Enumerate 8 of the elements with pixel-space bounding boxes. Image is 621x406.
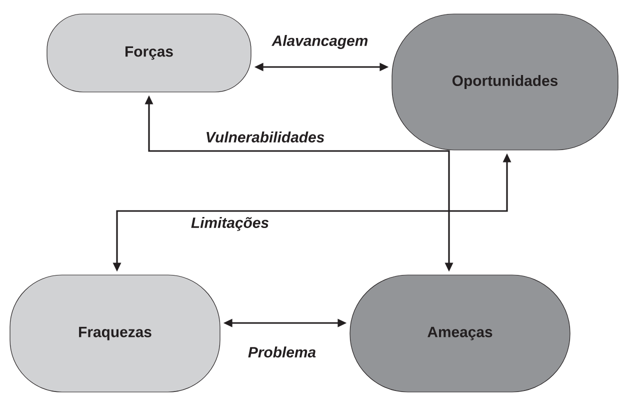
- edge-label: Problema: [248, 346, 316, 358]
- rounded-box: Oportunidades: [392, 14, 618, 150]
- edge-label: Alavancagem: [272, 35, 368, 49]
- rounded-box: Ameaças: [350, 274, 570, 392]
- edge-label: Limitações: [191, 217, 269, 231]
- rounded-box: Forças: [46, 14, 252, 92]
- edge-label: Vulnerabilidades: [206, 132, 324, 142]
- rounded-box: Fraquezas: [10, 274, 220, 392]
